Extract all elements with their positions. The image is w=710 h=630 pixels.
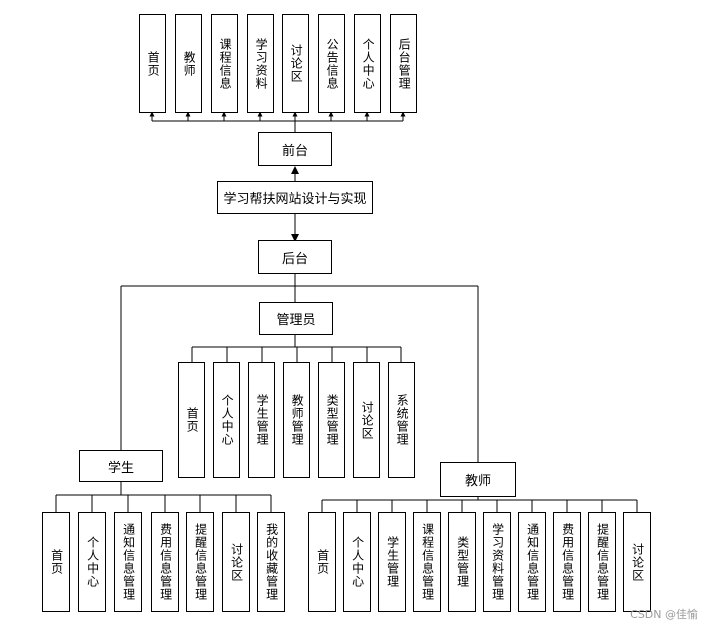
front-module-study-material: 学习资料	[247, 14, 274, 113]
root-node: 学习帮扶网站设计与实现	[217, 181, 373, 214]
watermark: CSDN @佳愉	[630, 608, 698, 621]
teacher-module-fee-mgmt: 费用信息管理	[553, 512, 581, 612]
student-node: 学生	[79, 450, 163, 482]
admin-module-personal-center: 个人中心	[213, 362, 240, 478]
front-module-home: 首页	[139, 14, 166, 113]
front-module-teacher: 教师	[175, 14, 202, 113]
admin-module-forum: 讨论区	[353, 362, 380, 478]
front-module-backend: 后台管理	[390, 14, 417, 113]
student-module-home: 首页	[42, 512, 70, 612]
student-module-favorites-mgmt: 我的收藏管理	[257, 512, 285, 612]
admin-module-student-mgmt: 学生管理	[248, 362, 275, 478]
front-module-forum: 讨论区	[282, 14, 309, 113]
student-module-personal-center: 个人中心	[78, 512, 106, 612]
front-module-personal-center: 个人中心	[354, 14, 381, 113]
student-module-forum: 讨论区	[222, 512, 250, 612]
front-module-course-info: 课程信息	[211, 14, 238, 113]
teacher-module-personal-center: 个人中心	[343, 512, 371, 612]
admin-module-teacher-mgmt: 教师管理	[283, 362, 310, 478]
admin-module-system-mgmt: 系统管理	[388, 362, 415, 478]
front-node: 前台	[258, 132, 332, 166]
teacher-module-home: 首页	[308, 512, 336, 612]
teacher-module-material-mgmt: 学习资料管理	[483, 512, 511, 612]
teacher-module-course-mgmt: 课程信息管理	[413, 512, 441, 612]
teacher-module-student-mgmt: 学生管理	[378, 512, 406, 612]
admin-node: 管理员	[259, 302, 333, 335]
teacher-module-reminder-mgmt: 提醒信息管理	[588, 512, 616, 612]
student-module-reminder-mgmt: 提醒信息管理	[186, 512, 214, 612]
admin-module-home: 首页	[178, 362, 205, 478]
student-module-notice-mgmt: 通知信息管理	[114, 512, 142, 612]
admin-module-type-mgmt: 类型管理	[318, 362, 345, 478]
teacher-node: 教师	[440, 462, 516, 497]
front-module-announcement: 公告信息	[318, 14, 345, 113]
teacher-module-forum: 讨论区	[623, 512, 651, 612]
teacher-module-notice-mgmt: 通知信息管理	[518, 512, 546, 612]
student-module-fee-mgmt: 费用信息管理	[151, 512, 179, 612]
teacher-module-type-mgmt: 类型管理	[448, 512, 476, 612]
back-node: 后台	[258, 240, 332, 274]
